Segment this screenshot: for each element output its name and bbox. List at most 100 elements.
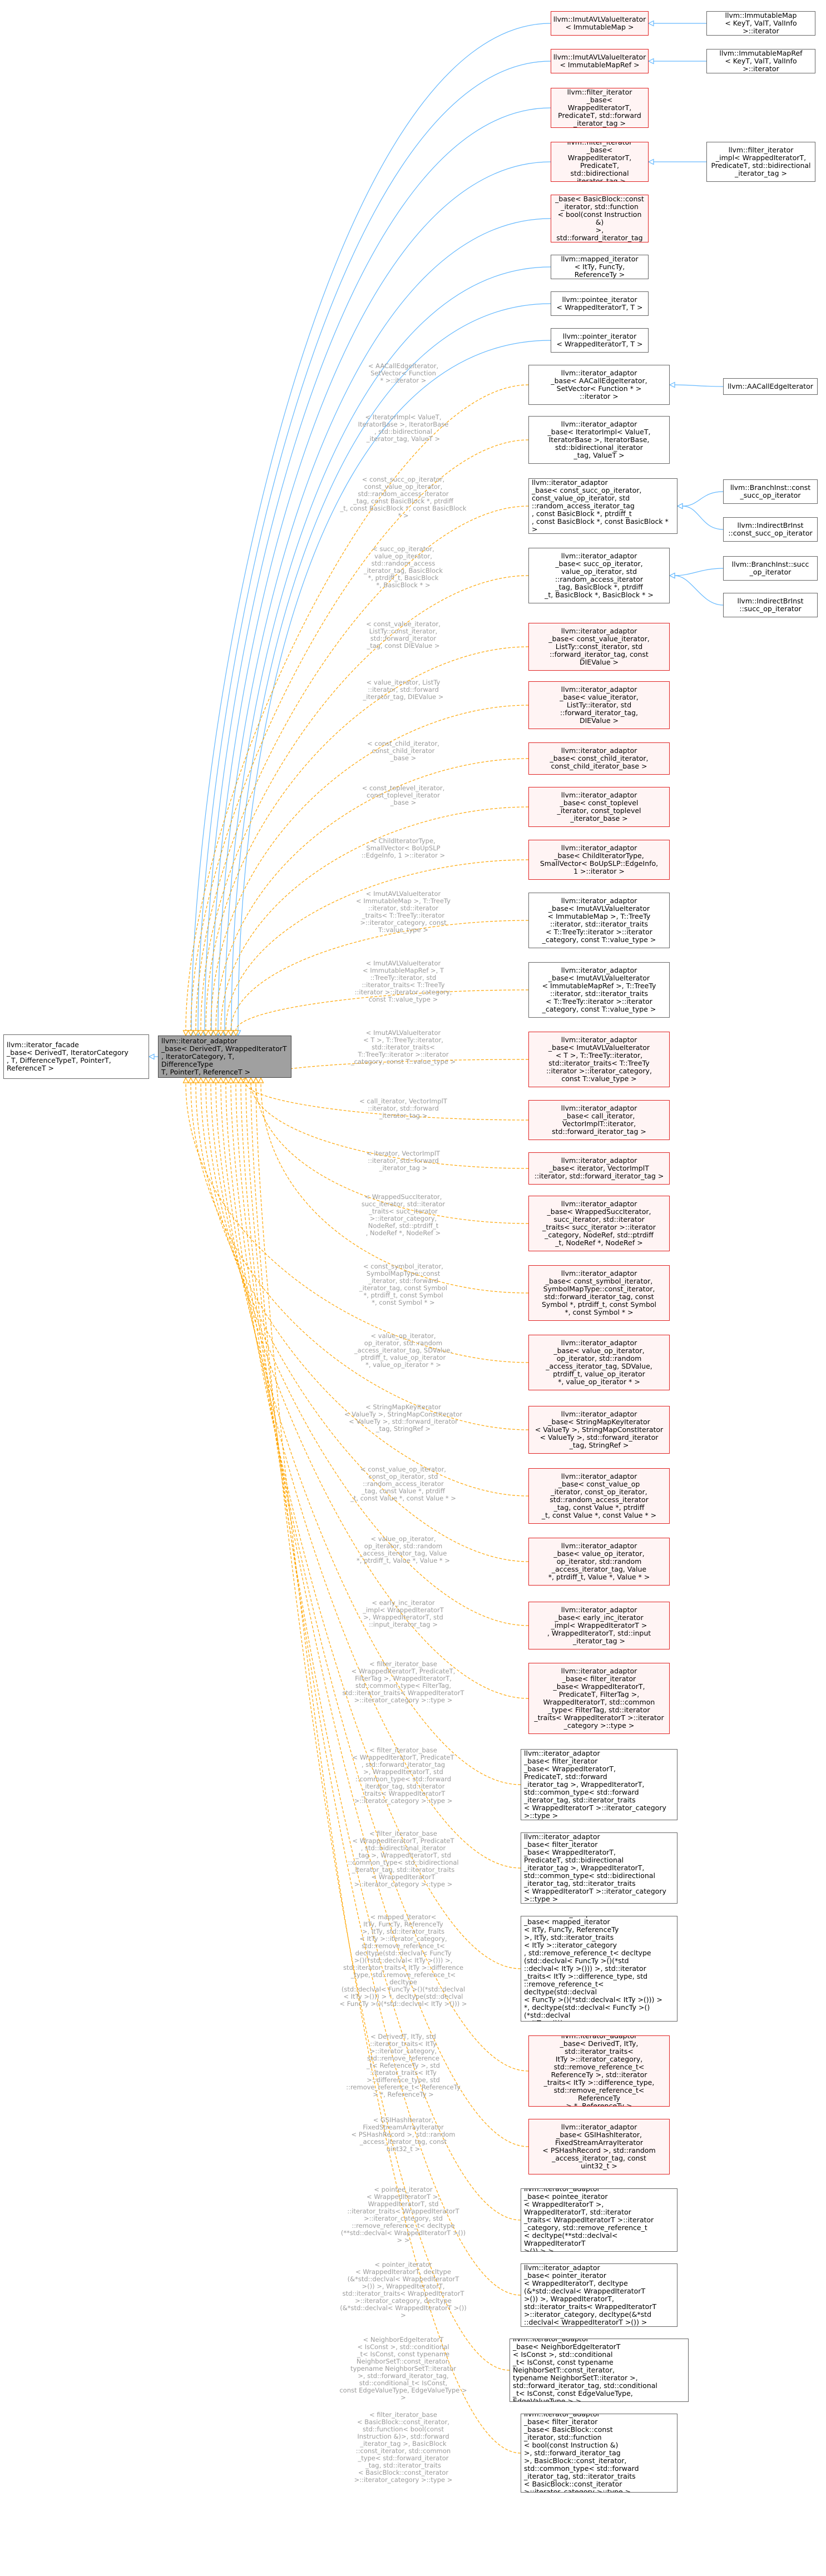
child-iterator-type-adaptor-node[interactable]: llvm::iterator_adaptor _base< ChildItera… bbox=[528, 840, 670, 880]
arrowhead-facade bbox=[148, 1053, 155, 1060]
filter-iterator-bidirectional-adaptor-node[interactable]: llvm::iterator_adaptor _base< filter_ite… bbox=[521, 1832, 677, 1904]
early-inc-iterator-adaptor-node[interactable]: llvm::iterator_adaptor _base< early_inc_… bbox=[528, 1602, 670, 1649]
filter-iterator-base-bidirectional-node[interactable]: llvm::filter_iterator _base< WrappedIter… bbox=[551, 142, 649, 182]
immutable-map-iterator-node[interactable]: llvm::ImmutableMap < KeyT, ValT, ValInfo… bbox=[706, 11, 815, 36]
arrowhead-early_inc bbox=[202, 1077, 209, 1083]
arrowhead-const_child bbox=[212, 1030, 219, 1037]
edge-r_aacall bbox=[674, 384, 724, 387]
arrowhead-neighbor bbox=[248, 1077, 254, 1083]
imut-avl-value-iterator-immutable-map-node[interactable]: llvm::ImutAVLValueIterator < ImmutableMa… bbox=[551, 11, 649, 36]
arrowhead-r_aacall bbox=[669, 382, 675, 388]
arrowhead-filter_bidi bbox=[208, 1030, 215, 1037]
iterator-impl-adaptor-node[interactable]: llvm::iterator_adaptor _base< IteratorIm… bbox=[528, 416, 670, 464]
arrowhead-value_op2 bbox=[197, 1077, 204, 1083]
call-iterator-adaptor-node[interactable]: llvm::iterator_adaptor _base< call_itera… bbox=[528, 1100, 670, 1140]
aacall-edge-iterator-node[interactable]: llvm::AACallEdgeIterator bbox=[723, 378, 818, 395]
edge-label-val-iter: < value_iterator, ListTy ::iterator, std… bbox=[363, 678, 444, 701]
arrowhead-mapped bbox=[221, 1030, 228, 1037]
const-succ-op-adaptor-node[interactable]: llvm::iterator_adaptor _base< const_succ… bbox=[528, 478, 677, 534]
edge-label-filter-bb-adapt: < filter_iterator_base < BasicBlock::con… bbox=[354, 2411, 453, 2484]
indirect-br-inst-succ-op-iterator-node[interactable]: llvm::IndirectBrInst ::succ_op_iterator bbox=[723, 593, 818, 617]
arrowhead-imm_tree_ref bbox=[233, 1030, 239, 1037]
edge-label-derived-adapt: < DerivedT, ItTy, std ::iterator_traits<… bbox=[346, 2033, 461, 2098]
mapped-iterator-adaptor-node[interactable]: llvm::iterator_adaptor _base< mapped_ite… bbox=[521, 1916, 677, 2022]
const-value-op-iterator-adaptor-node[interactable]: llvm::iterator_adaptor _base< const_valu… bbox=[528, 1468, 670, 1524]
edge-imm_val bbox=[191, 23, 551, 1031]
arrowhead-const_succ bbox=[192, 1030, 199, 1037]
const-toplevel-iterator-adaptor-node[interactable]: llvm::iterator_adaptor _base< const_topl… bbox=[528, 787, 670, 827]
edge-label-pointer-adapt: < pointer_iterator < WrappedIteratorT, d… bbox=[340, 2261, 467, 2319]
value-iterator-adaptor-node[interactable]: llvm::iterator_adaptor _base< value_iter… bbox=[528, 681, 670, 729]
edge-label-pointee-adapt: < pointee_iterator < WrappedIteratorT >,… bbox=[340, 2186, 466, 2244]
pointee-iterator-node[interactable]: llvm::pointee_iterator < WrappedIterator… bbox=[551, 291, 649, 316]
immutable-map-ref-iterator-node[interactable]: llvm::ImmutableMapRef < KeyT, ValT, ValI… bbox=[706, 49, 815, 73]
edge-label-filter-adapt1: < filter_iterator_base < WrappedIterator… bbox=[342, 1660, 464, 1704]
mapped-iterator-node[interactable]: llvm::mapped_iterator < ItTy, FuncTy, Re… bbox=[551, 255, 649, 279]
arrowhead-const_value_op bbox=[192, 1077, 199, 1083]
arrowhead-imm_val bbox=[188, 1030, 195, 1037]
edge-label-aacall: < AACallEdgeIterator, SetVector< Functio… bbox=[368, 362, 439, 384]
imut-avl-t-adaptor-node[interactable]: llvm::iterator_adaptor _base< ImutAVLVal… bbox=[528, 1032, 670, 1087]
edge-string_map bbox=[190, 1082, 529, 1430]
aacall-edge-adaptor-node[interactable]: llvm::iterator_adaptor _base< AACallEdge… bbox=[528, 365, 670, 405]
edge-r_branch bbox=[674, 568, 724, 576]
arrowhead-r_imm_map bbox=[647, 20, 654, 27]
edge-label-const-value-op: < const_value_op_iterator, const_op_iter… bbox=[350, 1465, 456, 1502]
arrowhead-filter_bb bbox=[215, 1030, 221, 1037]
arrowhead-child_iter bbox=[222, 1030, 229, 1037]
arrowhead-wrapped_succ bbox=[253, 1077, 259, 1083]
const-child-iterator-adaptor-node[interactable]: llvm::iterator_adaptor _base< const_chil… bbox=[528, 742, 670, 775]
wrapped-succ-iterator-adaptor-node[interactable]: llvm::iterator_adaptor _base< WrappedSuc… bbox=[528, 1196, 670, 1251]
arrowhead-filter_adapt1 bbox=[207, 1077, 214, 1083]
arrowhead-bounded bbox=[187, 1030, 194, 1037]
edge-label-const-val: < const_value_iterator, ListTy::const_it… bbox=[366, 620, 441, 650]
succ-op-adaptor-node[interactable]: llvm::iterator_adaptor _base< succ_op_it… bbox=[528, 548, 670, 603]
filter-iterator-base-forward-node[interactable]: llvm::filter_iterator _base< WrappedIter… bbox=[551, 88, 649, 128]
edge-label-imm-tree-ref: < ImutAVLValueIterator < ImmutableMapRef… bbox=[354, 959, 452, 1003]
arrowhead-r_indirect bbox=[669, 572, 675, 579]
neighbor-edge-iterator-adaptor-node[interactable]: llvm::iterator_adaptor _base< NeighborEd… bbox=[510, 2339, 689, 2402]
value-op-iterator-adaptor-node[interactable]: llvm::iterator_adaptor _base< value_op_i… bbox=[528, 1538, 670, 1586]
arrowhead-r_filter_impl bbox=[647, 158, 654, 165]
edge-label-const-child: < const_child_iterator, const_child_iter… bbox=[367, 740, 439, 762]
string-map-key-iterator-adaptor-node[interactable]: llvm::iterator_adaptor _base< StringMapK… bbox=[528, 1406, 670, 1454]
arrowhead-filter_fwd bbox=[201, 1030, 208, 1037]
edge-r_indirect_const bbox=[682, 506, 724, 530]
arrowhead-val_iter bbox=[207, 1030, 214, 1037]
imut-avl-immutable-map-ref-adaptor-node[interactable]: llvm::iterator_adaptor _base< ImutAVLVal… bbox=[528, 962, 670, 1018]
arrowhead-imm_val_ref bbox=[195, 1030, 201, 1037]
iterator-adaptor-base-node[interactable]: llvm::iterator_adaptor _base< DerivedT, … bbox=[158, 1036, 291, 1078]
edge-label-call-iter: < call_iterator, VectorImplT ::iterator,… bbox=[359, 1097, 447, 1119]
vector-impl-iterator-adaptor-node[interactable]: llvm::iterator_adaptor _base< iterator, … bbox=[528, 1152, 670, 1185]
indirect-br-inst-const-succ-op-iterator-node[interactable]: llvm::IndirectBrInst ::const_succ_op_ite… bbox=[723, 517, 818, 542]
filter-iterator-forward-adaptor-node[interactable]: llvm::iterator_adaptor _base< filter_ite… bbox=[521, 1749, 677, 1820]
filter-iterator-filtertag-adaptor-node[interactable]: llvm::iterator_adaptor _base< filter_ite… bbox=[528, 1663, 670, 1734]
arrowhead-r_branch_const bbox=[676, 503, 683, 509]
imut-avl-immutable-map-adaptor-node[interactable]: llvm::iterator_adaptor _base< ImutAVLVal… bbox=[528, 893, 670, 948]
pointer-iterator-adaptor-node[interactable]: llvm::iterator_adaptor _base< pointer_it… bbox=[521, 2263, 677, 2327]
filter-iterator-basicblock-adaptor-node[interactable]: llvm::iterator_adaptor _base< filter_ite… bbox=[521, 2414, 677, 2493]
imut-avl-value-iterator-immutable-map-ref-node[interactable]: llvm::ImutAVLValueIterator < ImmutableMa… bbox=[551, 49, 649, 73]
iterator-facade-base-node[interactable]: llvm::iterator_facade _base< DerivedT, I… bbox=[3, 1034, 149, 1079]
pointee-iterator-adaptor-node[interactable]: llvm::iterator_adaptor _base< pointee_it… bbox=[521, 2188, 677, 2252]
arrowhead-mapped_adapt bbox=[222, 1077, 229, 1083]
edge-r_indirect bbox=[674, 575, 724, 606]
pointer-iterator-node[interactable]: llvm::pointer_iterator < WrappedIterator… bbox=[551, 328, 649, 353]
arrowhead-derived_adapt bbox=[227, 1077, 234, 1083]
derived-itty-adaptor-node[interactable]: llvm::iterator_adaptor _base< DerivedT, … bbox=[528, 2035, 670, 2107]
edge-label-imm-tree: < ImutAVLValueIterator < ImmutableMap >,… bbox=[356, 890, 451, 934]
edge-label-imm-tree-t: < ImutAVLValueIterator < T >, T::TreeTy:… bbox=[350, 1029, 456, 1066]
arrowhead-r_imm_map_ref bbox=[647, 58, 654, 65]
sdvalue-op-iterator-adaptor-node[interactable]: llvm::iterator_adaptor _base< value_op_i… bbox=[528, 1335, 670, 1390]
const-value-iterator-adaptor-node[interactable]: llvm::iterator_adaptor _base< const_valu… bbox=[528, 623, 670, 671]
branch-inst-const-succ-op-iterator-node[interactable]: llvm::BranchInst::const _succ_op_iterato… bbox=[723, 479, 818, 504]
const-symbol-iterator-adaptor-node[interactable]: llvm::iterator_adaptor _base< const_symb… bbox=[528, 1265, 670, 1321]
branch-inst-succ-op-iterator-node[interactable]: llvm::BranchInst::succ _op_iterator bbox=[723, 556, 818, 581]
filter-iterator-base-basicblock-node[interactable]: llvm::filter_iterator _base< BasicBlock:… bbox=[551, 195, 649, 242]
edge-label-filter-adapt2: < filter_iterator_base < WrappedIterator… bbox=[352, 1746, 454, 1805]
edge-label-filter-adapt3: < filter_iterator_base < WrappedIterator… bbox=[348, 1830, 459, 1888]
edge-label-early-inc: < early_inc_iterator _impl< WrappedItera… bbox=[363, 1599, 444, 1628]
gsi-hash-iterator-adaptor-node[interactable]: llvm::iterator_adaptor _base< GSIHashIte… bbox=[528, 2119, 670, 2174]
filter-iterator-impl-node[interactable]: llvm::filter_iterator _impl< WrappedIter… bbox=[706, 142, 815, 182]
arrowhead-gsi_hash bbox=[233, 1077, 239, 1083]
